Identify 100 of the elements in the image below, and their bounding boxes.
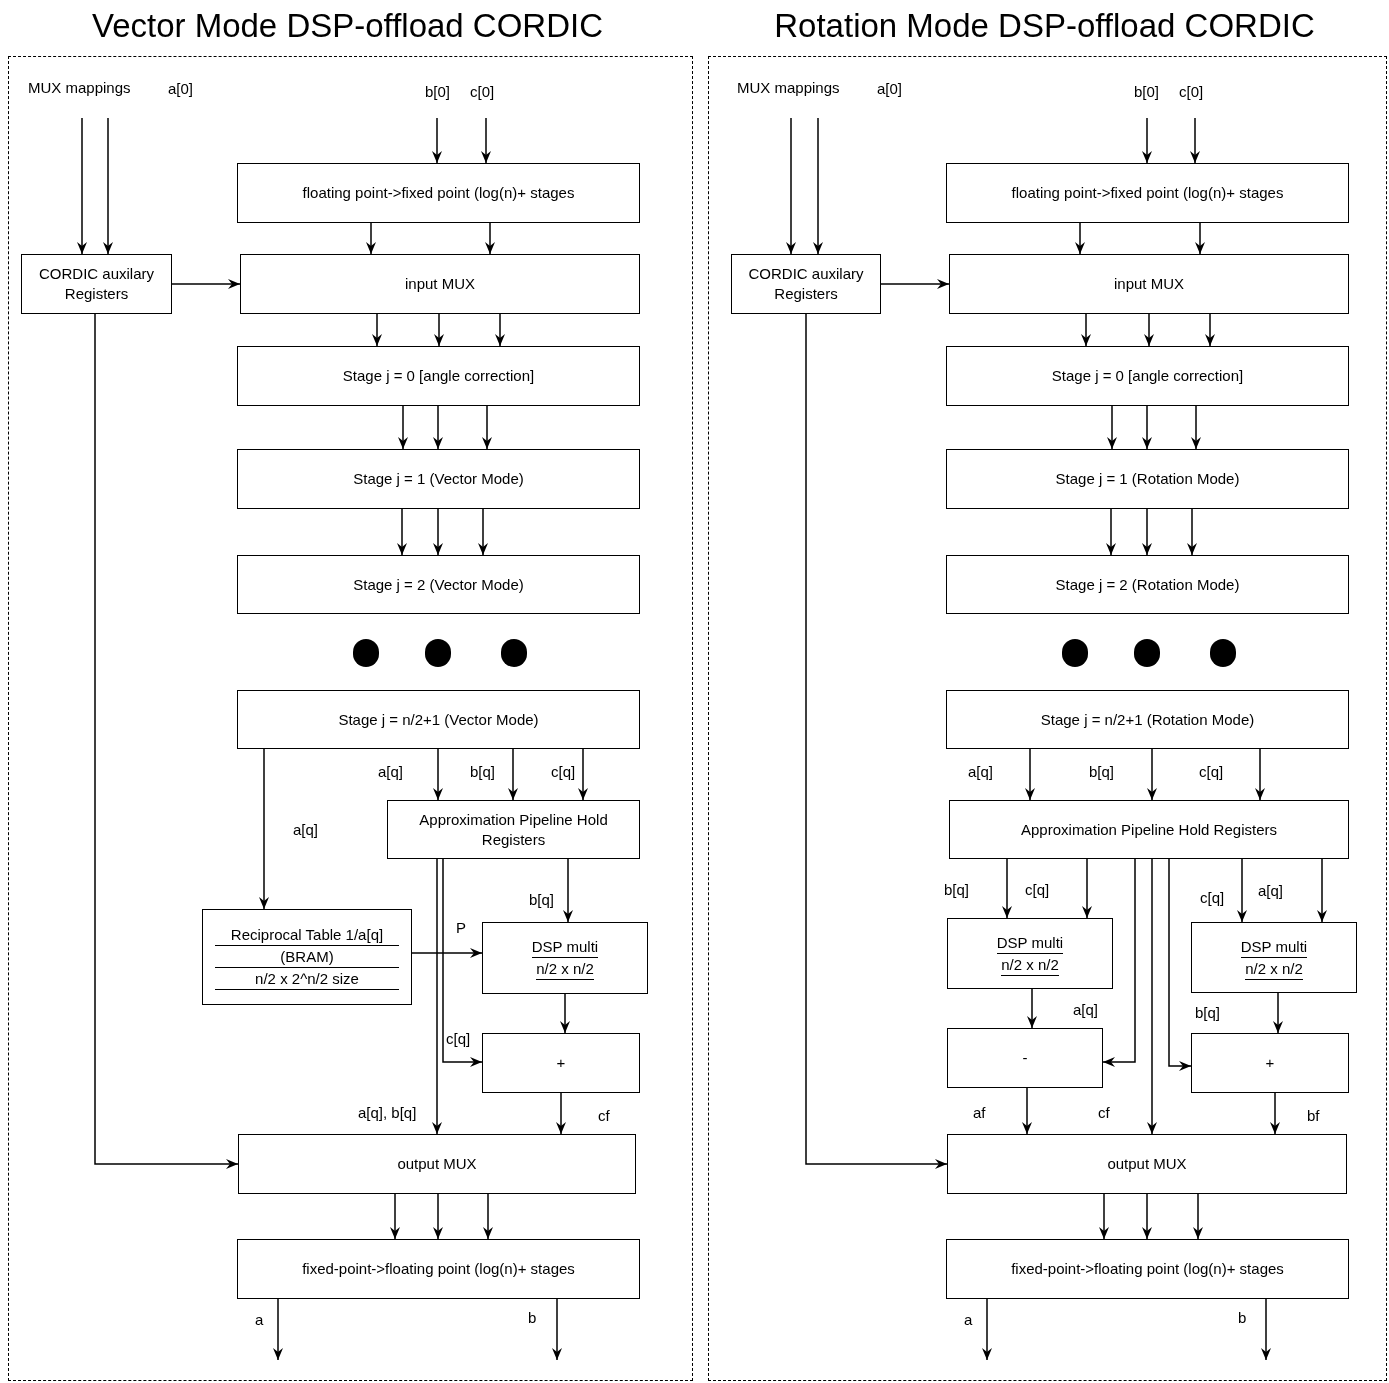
arrow <box>1027 988 1037 1029</box>
box-label: Stage j = 1 (Rotation Mode) <box>1055 469 1240 489</box>
arrow <box>556 1092 566 1135</box>
arrow <box>1205 313 1215 347</box>
arrow <box>372 313 382 347</box>
arrow <box>563 858 573 923</box>
box-label: input MUX <box>405 274 475 294</box>
edge-label: cf <box>1098 1104 1110 1122</box>
process-box <box>202 909 412 1005</box>
box-label: output MUX <box>1107 1154 1187 1174</box>
box-label: n/2 x 2^n/2 size <box>215 968 399 990</box>
process-box <box>237 346 640 406</box>
arrow <box>259 748 269 910</box>
arrow <box>1082 858 1092 919</box>
edge-label: a[q] <box>1073 1001 1099 1019</box>
arrow <box>1190 117 1200 164</box>
box-label: Approximation Pipeline Hold Registers <box>418 809 609 850</box>
arrow <box>1025 748 1035 801</box>
process-box <box>946 346 1349 406</box>
process-box <box>482 922 648 994</box>
box-label: fixed-point->floating point (log(n)+ stages <box>1011 1259 1284 1279</box>
arrow <box>1142 117 1152 164</box>
edge-label: bf <box>1307 1107 1320 1125</box>
edge-label: a[q] <box>968 763 994 781</box>
edge-label: a[0] <box>168 80 194 98</box>
panel-title: Rotation Mode DSP-offload CORDIC <box>773 6 1316 46</box>
arrow <box>578 748 588 801</box>
arrow <box>397 508 407 556</box>
process-box <box>238 1134 636 1194</box>
edge-label: b <box>1238 1309 1247 1327</box>
edge-label: c[q] <box>1199 763 1224 781</box>
arrow <box>1102 858 1136 1067</box>
arrow <box>1273 992 1283 1034</box>
arrow <box>1002 858 1012 919</box>
arrow <box>1099 1193 1109 1240</box>
arrow <box>1317 858 1327 923</box>
arrow <box>77 117 87 255</box>
process-box <box>482 1033 640 1093</box>
arrow <box>813 117 823 255</box>
arrow <box>560 993 570 1034</box>
box-label: DSP multi <box>531 936 599 958</box>
process-box <box>237 449 640 509</box>
arrow <box>398 405 408 450</box>
panel-title: Vector Mode DSP-offload CORDIC <box>90 6 605 46</box>
arrow <box>390 1193 400 1240</box>
box-label: - <box>1022 1048 1028 1068</box>
arrow <box>805 313 948 1169</box>
box-label: n/2 x n/2 <box>1001 953 1059 976</box>
process-box <box>21 254 172 314</box>
edge-label: c[0] <box>470 83 495 101</box>
edge-label: c[0] <box>1179 83 1204 101</box>
process-box <box>1191 922 1357 993</box>
edge-label: c[q] <box>1200 889 1225 907</box>
process-box <box>946 1239 1349 1299</box>
process-box <box>947 1028 1103 1088</box>
process-box <box>947 1134 1347 1194</box>
arrow <box>433 405 443 450</box>
arrow <box>1193 1193 1203 1240</box>
edge-label: a[q] <box>293 821 319 839</box>
edge-label: a <box>964 1311 973 1329</box>
arrow <box>1195 222 1205 255</box>
edge-label: b[q] <box>944 881 970 899</box>
box-label: Stage j = n/2+1 (Vector Mode) <box>338 709 539 730</box>
arrow <box>1107 405 1117 450</box>
process-box <box>1191 1033 1349 1093</box>
arrow <box>1147 748 1157 801</box>
edge-label: b[0] <box>1134 83 1160 101</box>
arrow <box>1187 508 1197 556</box>
edge-label: MUX mappings <box>737 79 840 97</box>
process-box <box>947 918 1113 989</box>
arrow <box>508 748 518 801</box>
edge-label: af <box>973 1104 986 1122</box>
arrow <box>433 508 443 556</box>
arrow <box>482 405 492 450</box>
arrow <box>1075 222 1085 255</box>
box-label: floating point->fixed point (log(n)+ stages <box>1011 183 1284 203</box>
box-label: Reciprocal Table 1/a[q] <box>215 924 399 946</box>
box-label: input MUX <box>1114 274 1184 294</box>
arrow <box>1168 858 1192 1071</box>
box-label: floating point->fixed point (log(n)+ stages <box>302 183 575 203</box>
edge-label: c[q] <box>446 1030 471 1048</box>
arrow <box>103 117 113 255</box>
arrow <box>481 117 491 164</box>
arrow <box>880 279 950 289</box>
box-label: CORDIC auxilary Registers <box>747 264 865 304</box>
arrow <box>485 222 495 255</box>
arrow <box>1261 1298 1271 1361</box>
edge-label: b[q] <box>1089 763 1115 781</box>
box-label: Stage j = 2 (Vector Mode) <box>353 574 524 595</box>
arrow <box>1142 508 1152 556</box>
process-box <box>237 555 640 614</box>
arrow <box>94 313 239 1169</box>
edge-label: MUX mappings <box>28 79 131 97</box>
box-label: DSP multi <box>996 931 1064 954</box>
edge-label: a[0] <box>877 80 903 98</box>
arrow <box>171 279 241 289</box>
edge-label: a[q] <box>378 763 404 781</box>
arrow <box>483 1193 493 1240</box>
arrow <box>495 313 505 347</box>
arrow <box>786 117 796 255</box>
